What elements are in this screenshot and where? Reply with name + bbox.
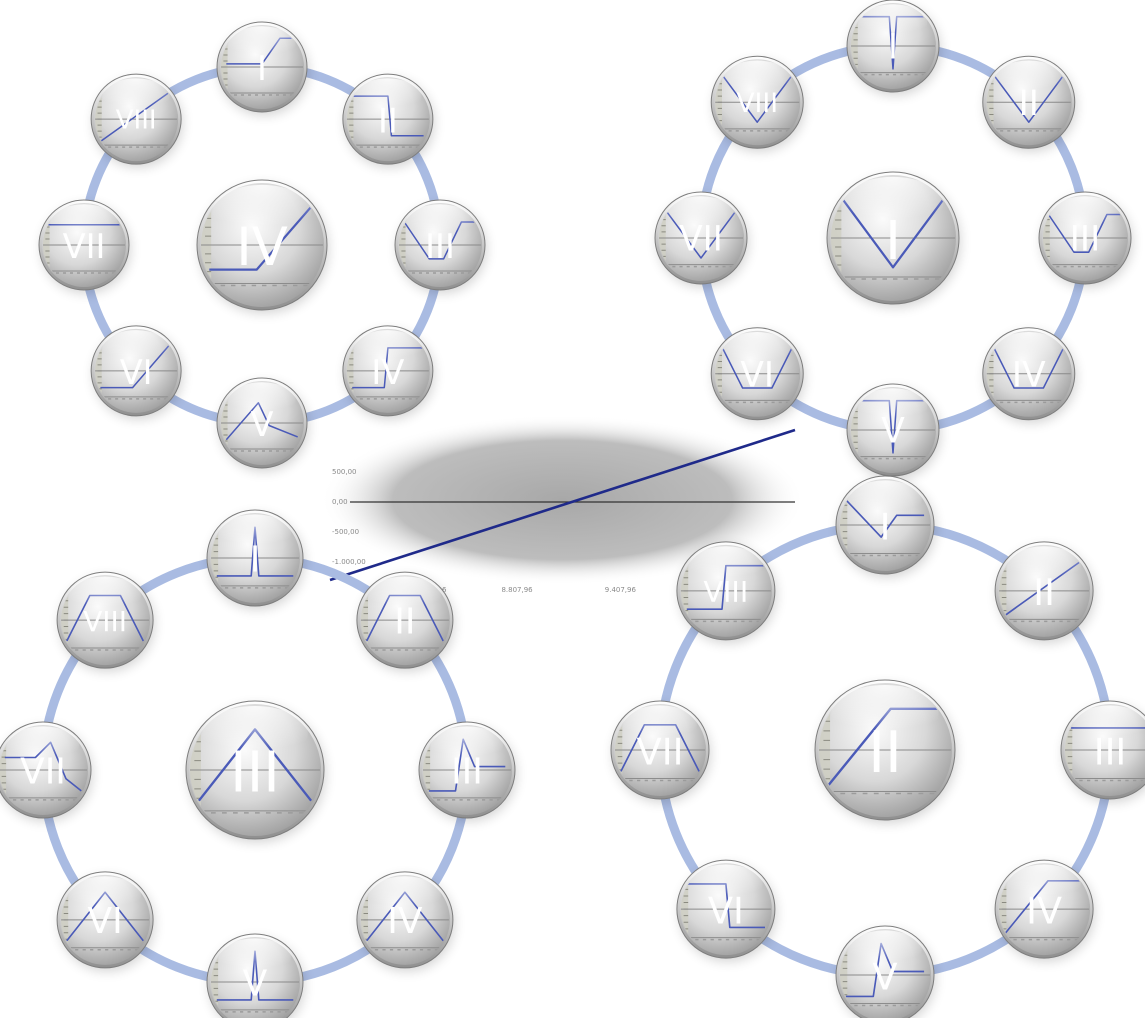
node-vii: VII: [39, 200, 130, 293]
x-tick-label: 8.807,96: [501, 586, 533, 594]
roman-numeral-label: VIII: [116, 105, 157, 135]
roman-numeral-label: I: [888, 28, 898, 68]
roman-numeral-label: I: [250, 539, 261, 580]
roman-numeral-label: II: [1033, 571, 1055, 614]
node-iv: IV: [357, 872, 454, 971]
roman-numeral-label: IV: [1026, 889, 1062, 932]
node-iii: III: [395, 200, 486, 293]
node-i: I: [836, 476, 935, 577]
roman-numeral-label: IV: [236, 217, 288, 278]
roman-numeral-label: IV: [387, 901, 423, 942]
y-tick-label: 0,00: [332, 498, 348, 506]
roman-numeral-label: VIII: [736, 88, 778, 119]
roman-numeral-label: I: [257, 49, 267, 88]
roman-numeral-label: V: [881, 412, 905, 452]
node-vi: VI: [677, 860, 776, 961]
x-tick-label: 9.407,96: [605, 586, 637, 594]
roman-numeral-label: II: [868, 720, 902, 786]
y-tick-label: -1.000,00: [332, 558, 366, 566]
node-vi: VI: [57, 872, 154, 971]
roman-numeral-label: III: [1070, 220, 1100, 260]
roman-numeral-label: VI: [120, 353, 153, 392]
node-i: I: [217, 22, 308, 115]
roman-numeral-label: III: [1094, 730, 1127, 773]
roman-numeral-label: VI: [87, 901, 122, 942]
roman-numeral-label: II: [394, 601, 415, 642]
roman-numeral-label: III: [451, 751, 483, 792]
roman-numeral-label: VII: [679, 220, 723, 260]
roman-numeral-label: V: [243, 963, 268, 1004]
node-iv: IV: [983, 328, 1076, 423]
center-disc-i: I: [827, 172, 960, 307]
roman-numeral-label: VI: [708, 889, 744, 932]
node-v: V: [836, 926, 935, 1018]
center-disc-iv: IV: [197, 180, 328, 313]
roman-numeral-label: VII: [20, 751, 66, 792]
node-vii: VII: [0, 722, 92, 821]
roman-numeral-label: V: [872, 955, 897, 998]
roman-numeral-label: VIII: [704, 576, 749, 609]
roman-numeral-label: VIII: [83, 605, 127, 638]
center-disc-ii: II: [815, 680, 957, 823]
roman-numeral-label: II: [1019, 84, 1039, 124]
node-ii: II: [343, 74, 434, 167]
center-disc-iii: III: [186, 701, 325, 842]
roman-numeral-label: V: [251, 405, 274, 444]
node-ii: II: [995, 542, 1094, 643]
node-iii: III: [419, 722, 516, 821]
roman-numeral-label: III: [425, 227, 455, 266]
node-i: I: [207, 510, 304, 609]
roman-numeral-label: VI: [740, 355, 774, 395]
node-vii: VII: [611, 701, 710, 802]
node-vii: VII: [655, 192, 748, 287]
roman-numeral-label: IV: [371, 353, 404, 392]
node-i: I: [847, 0, 940, 95]
node-iii: III: [1039, 192, 1132, 287]
roman-numeral-label: I: [880, 505, 891, 548]
y-tick-label: -500,00: [332, 528, 359, 536]
node-iv: IV: [995, 860, 1094, 961]
roman-numeral-label: I: [885, 209, 901, 272]
node-iii: III: [1061, 701, 1145, 802]
node-vi: VI: [91, 326, 182, 419]
node-ii: II: [357, 572, 454, 671]
node-vi: VI: [711, 328, 804, 423]
node-ii: II: [983, 56, 1076, 151]
roman-numeral-label: VII: [63, 227, 106, 266]
node-v: V: [847, 384, 940, 479]
roman-numeral-label: II: [378, 101, 398, 140]
node-iv: IV: [343, 326, 434, 419]
roman-numeral-label: VII: [637, 730, 684, 773]
roman-numeral-label: III: [230, 740, 280, 805]
node-v: V: [217, 378, 308, 471]
node-v: V: [207, 934, 304, 1018]
y-tick-label: 500,00: [332, 468, 357, 476]
roman-numeral-label: IV: [1012, 355, 1046, 395]
